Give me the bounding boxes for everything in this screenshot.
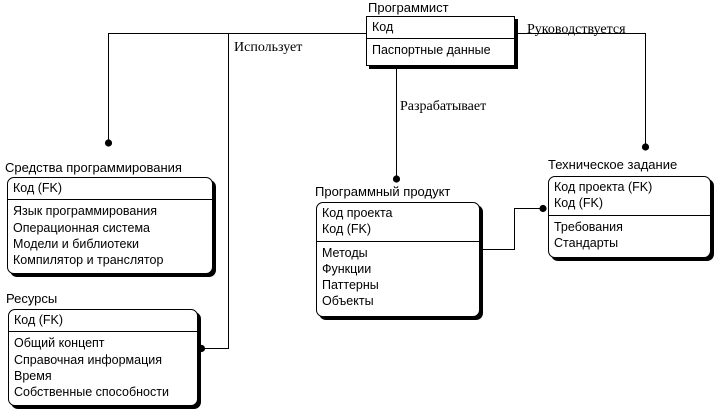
dot-product: [392, 175, 401, 183]
entity-keys: Код проекта (FK) Код (FK): [549, 177, 710, 216]
line-uses-tools: [108, 33, 367, 141]
line-product-spec: [481, 208, 541, 250]
key-attribute: Код (FK): [14, 313, 64, 327]
entity-attributes: Общий концепт Справочная информация Врем…: [9, 332, 197, 402]
attribute: Объекты: [322, 294, 374, 309]
attribute: Модели и библиотеки: [13, 236, 139, 251]
entity-title-spec: Техническое задание: [548, 157, 678, 172]
attribute: Общий концепт: [14, 336, 105, 351]
entity-programmer[interactable]: Код Паспортные данные: [366, 16, 515, 66]
entity-keys: Код (FK): [9, 310, 197, 333]
entity-product[interactable]: Код проекта Код (FK) Методы Функции Патт…: [316, 202, 480, 317]
attribute: Язык программирования: [13, 204, 158, 219]
attribute: Функции: [322, 261, 372, 276]
key-attribute: Код проекта (FK): [554, 180, 653, 194]
attribute: Паспортные данные: [372, 43, 491, 58]
attribute: Стандарты: [554, 235, 619, 250]
entity-title-programmer: Программист: [368, 0, 449, 15]
attribute: Паттерны: [322, 278, 379, 293]
entity-title-resources: Ресурсы: [6, 291, 58, 306]
line-guided-by: [516, 33, 646, 145]
attribute: Операционная система: [13, 220, 151, 235]
attribute: Собственные способности: [14, 385, 169, 400]
line-uses-resources: [203, 33, 229, 349]
dot-product-spec: [539, 204, 547, 213]
attribute: Компилятор и транслятор: [13, 253, 164, 268]
entity-attributes: Паспортные данные: [367, 39, 514, 60]
dot-tools: [104, 139, 113, 147]
key-attribute: Код проекта: [322, 206, 393, 220]
label-uses: Использует: [234, 40, 303, 55]
dot-resources: [197, 344, 206, 353]
entity-title-tools: Средства программирования: [5, 160, 182, 175]
entity-keys: Код проекта Код (FK): [317, 203, 479, 242]
label-develops: Разрабатывает: [400, 99, 487, 114]
key-attribute: Код (FK): [13, 181, 63, 195]
entity-attributes: Методы Функции Паттерны Объекты: [317, 242, 479, 312]
key-attribute: Код (FK): [322, 222, 372, 237]
entity-tools[interactable]: Код (FK) Язык программирования Операцион…: [7, 177, 213, 274]
entity-title-product: Программный продукт: [315, 184, 451, 199]
label-guided-by: Руководствуется: [527, 22, 626, 37]
key-attribute: Код (FK): [554, 196, 604, 211]
key-attribute: Код: [372, 20, 394, 34]
attribute: Методы: [322, 245, 368, 260]
entity-keys: Код: [367, 17, 514, 40]
attribute: Требования: [554, 219, 623, 234]
entity-resources[interactable]: Код (FK) Общий концепт Справочная информ…: [8, 309, 198, 406]
entity-spec[interactable]: Код проекта (FK) Код (FK) Требования Ста…: [548, 176, 711, 258]
attribute: Справочная информация: [14, 352, 163, 367]
entity-attributes: Язык программирования Операционная систе…: [8, 200, 212, 270]
dot-spec: [641, 143, 650, 151]
attribute: Время: [14, 368, 52, 383]
entity-attributes: Требования Стандарты: [549, 216, 710, 254]
entity-keys: Код (FK): [8, 178, 212, 201]
